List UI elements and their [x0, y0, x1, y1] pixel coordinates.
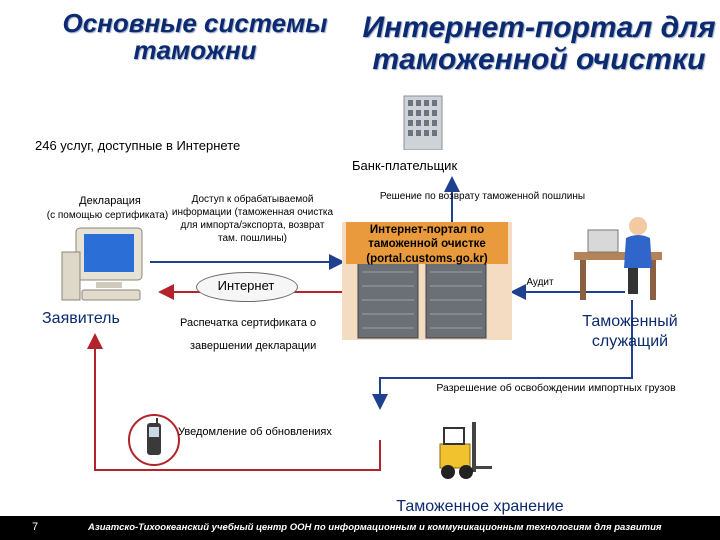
release-permission-text: Разрешение об освобождении импортных гру… — [436, 382, 676, 394]
access-text: Доступ к обрабатываемой информации (тамо… — [171, 194, 334, 244]
officer-label: Таможенный служащий — [582, 313, 678, 350]
certificate-label: (с помощью сертификата) — [46, 210, 169, 221]
footer-bar — [0, 516, 720, 540]
bank-building-icon — [403, 95, 443, 150]
server-rack-icon — [357, 259, 487, 339]
internet-label: Интернет — [217, 278, 275, 293]
portal-label: Интернет-портал по таможенной очистке (p… — [366, 224, 488, 265]
arrow-officer-storage — [372, 300, 633, 410]
officer-icon — [574, 217, 662, 300]
title-right: Интернет-портал для таможенной очистки — [362, 11, 716, 76]
bank-label: Банк-плательщик — [352, 158, 458, 173]
title-left: Основные системы таможни — [62, 8, 328, 66]
refund-decision-text: Решение по возврату таможенной пошлины — [379, 191, 586, 202]
print-cert-line2: завершении декларации — [190, 340, 317, 352]
mobile-phone-icon — [128, 414, 180, 466]
forklift-icon — [439, 422, 492, 479]
services-text: 246 услуг, доступные в Интернете — [35, 138, 241, 153]
audit-label: Аудит — [526, 277, 554, 288]
storage-label: Таможенное хранение — [396, 498, 564, 515]
computer-icon — [61, 227, 143, 301]
footer-text: Азиатско-Тихоокеанский учебный центр ООН… — [88, 522, 662, 533]
portal-label-bg — [346, 222, 508, 264]
print-cert-line1: Распечатка сертификата о — [180, 317, 317, 329]
internet-cloud — [196, 272, 298, 302]
applicant-label: Заявитель — [42, 310, 120, 327]
page-number: 7 — [32, 521, 39, 533]
arrow-update-applicant — [87, 333, 381, 471]
update-notice-text: Уведомление об обновлениях — [178, 426, 332, 438]
declaration-label: Декларация — [79, 195, 141, 207]
